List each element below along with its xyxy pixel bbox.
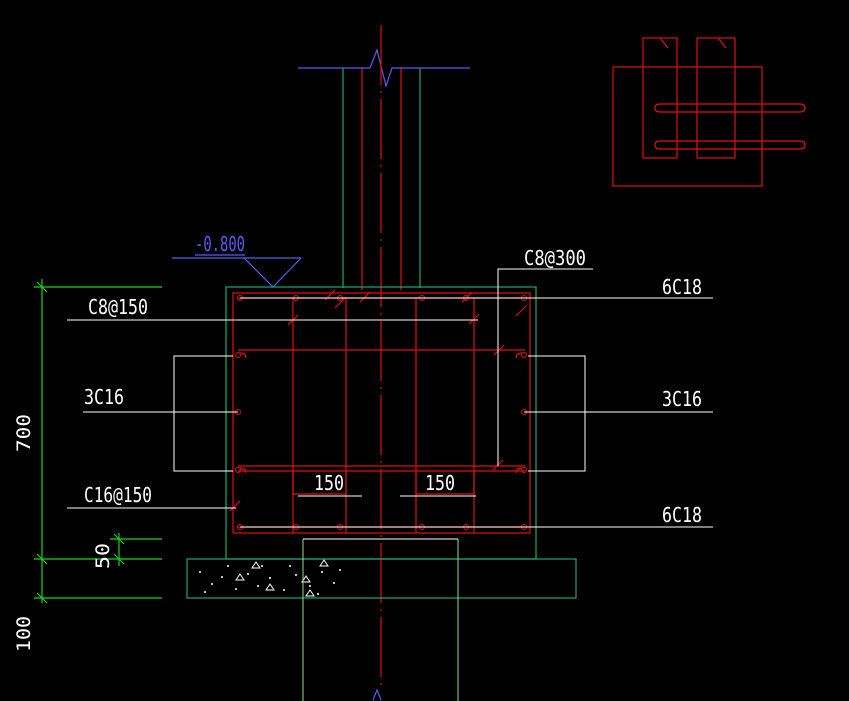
leader-lines [67,268,713,528]
stirrup-top-label: C8@150 [88,295,148,319]
axis-arrow [372,688,382,701]
bedding-dim: 100 [13,616,35,652]
bottom-stirrup-label: C16@150 [84,483,152,507]
stirrup-detail [612,37,806,187]
cushion-offset-dim: 50 [92,543,114,569]
gap-right-label: 150 [425,471,455,495]
dimension-lines [34,279,162,604]
left-bracket [173,355,233,472]
side-hooks [239,352,523,474]
bottom-u-stirrups [292,470,475,495]
lower-support [302,538,459,701]
right-bracket [528,355,586,472]
beam-height-dim: 700 [13,414,35,452]
gap-left-label: 150 [314,471,344,495]
side-bars-right-label: 3C16 [662,387,702,411]
inner-stirrups [292,298,475,533]
elevation-label: -0.800 [195,232,245,256]
side-bars-left-label: 3C16 [84,385,124,409]
bedding-hatch [199,559,341,597]
break-line [298,48,470,89]
top-bars-label: 6C18 [662,275,702,299]
outer-stirrup [232,292,531,534]
bedding-layer [186,558,577,599]
stirrup-side-label: C8@300 [524,246,586,270]
hook-ticks [229,289,527,512]
elevation-marker [172,254,302,288]
column-outline [342,68,421,290]
bottom-bars-label: 6C18 [662,503,702,527]
